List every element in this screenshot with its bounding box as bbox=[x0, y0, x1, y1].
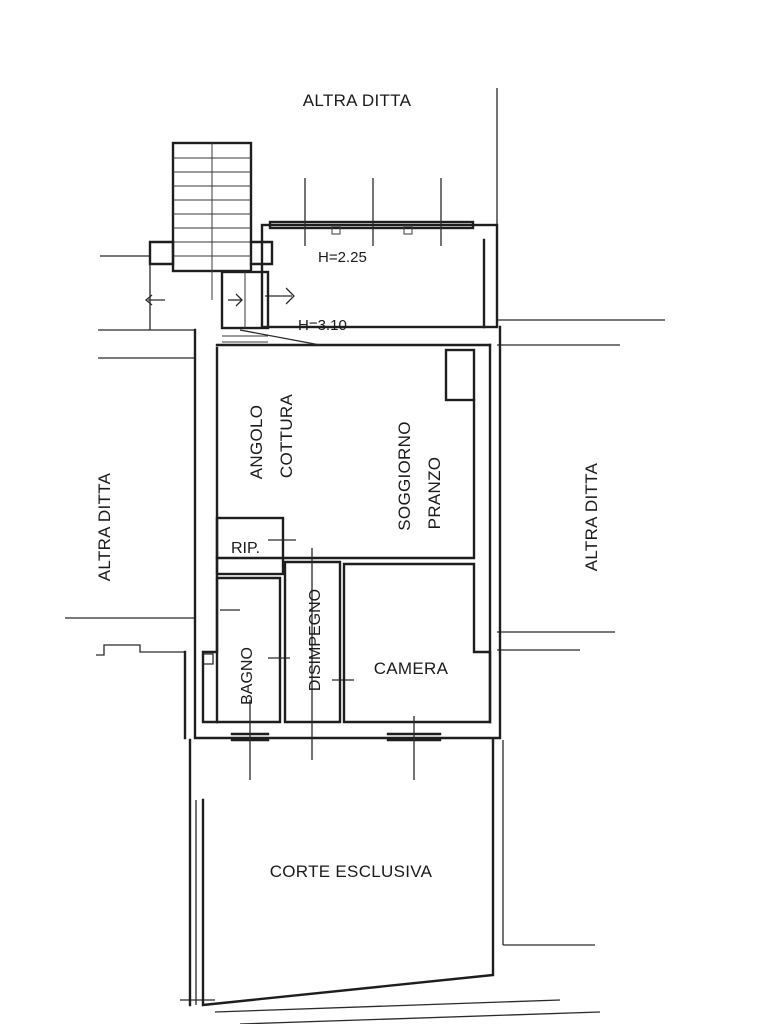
boundary-lines bbox=[65, 88, 665, 1024]
living-area bbox=[215, 329, 476, 560]
label-neighbor-top: ALTRA DITTA bbox=[303, 91, 412, 110]
storage-room bbox=[215, 516, 296, 576]
staircase bbox=[144, 141, 295, 343]
bathroom-room bbox=[201, 576, 290, 780]
bedroom-room bbox=[342, 562, 492, 780]
label-neighbor-left: ALTRA DITTA bbox=[95, 472, 114, 581]
label-bedroom: CAMERA bbox=[374, 659, 449, 678]
apartment-walls bbox=[183, 325, 502, 740]
label-kitchen-line2: COTTURA bbox=[277, 394, 296, 479]
label-neighbor-right: ALTRA DITTA bbox=[582, 462, 601, 571]
label-courtyard: CORTE ESCLUSIVA bbox=[270, 862, 433, 881]
upper-room bbox=[260, 178, 499, 329]
label-living-line1: SOGGIORNO bbox=[395, 421, 414, 530]
courtyard-area bbox=[188, 738, 495, 1007]
label-bathroom: BAGNO bbox=[239, 647, 256, 705]
label-storage: RIP. bbox=[231, 540, 260, 557]
label-hallway: DISIMPEGNO bbox=[307, 589, 324, 691]
label-kitchen-line1: ANGOLO bbox=[247, 405, 266, 480]
label-height-lower: H=3.10 bbox=[298, 317, 347, 334]
label-living-line2: PRANZO bbox=[425, 457, 444, 530]
label-height-upper: H=2.25 bbox=[318, 249, 367, 266]
